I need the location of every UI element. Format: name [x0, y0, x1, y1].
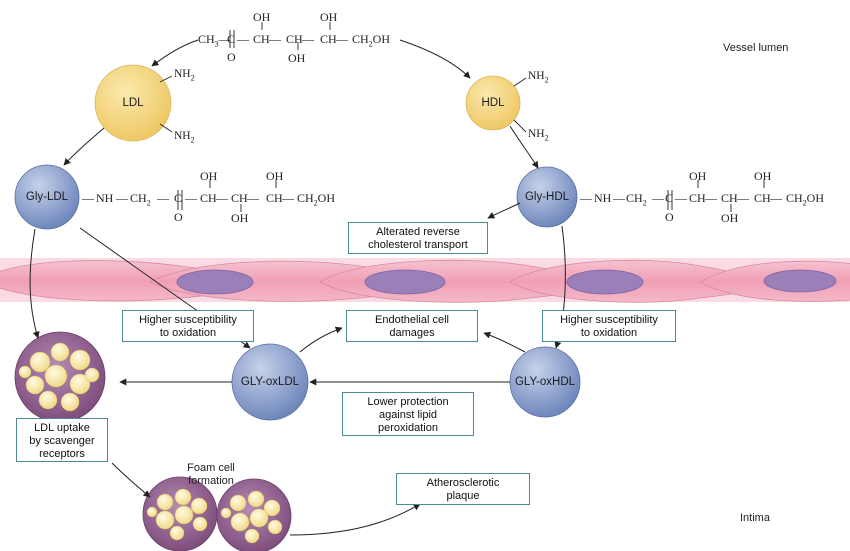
c: C — [665, 191, 674, 205]
ch: CH — [200, 191, 217, 205]
ch2oh-group: CH2OH — [352, 32, 391, 49]
bond: — — [613, 191, 625, 205]
gly-oxhdl-label: GLY-oxHDL — [514, 376, 576, 388]
foam-cell-large — [14, 331, 106, 423]
ch2oh: CH2OH — [297, 191, 336, 208]
arrow-molecule-to-ldl — [151, 39, 199, 67]
ch: CH — [266, 191, 283, 205]
ch2: CH2 — [626, 191, 647, 208]
oh-1: OH — [253, 10, 271, 24]
ch: CH — [689, 191, 706, 205]
bond: — — [82, 191, 94, 205]
foam-cell-small-2 — [216, 478, 292, 551]
oh: OH — [689, 169, 707, 183]
arrow-foam-to-plaque — [289, 503, 421, 536]
arrow-glyldl-to-foam — [29, 228, 40, 339]
foam-cell-small-1 — [142, 476, 218, 551]
nucleus — [176, 269, 254, 295]
ch-3: CH — [320, 32, 337, 46]
nh: NH — [594, 191, 612, 205]
oh: OH — [231, 211, 249, 225]
bond: — — [157, 191, 169, 205]
arrow-oxhdl-to-endothelial — [483, 331, 526, 353]
endothelium — [0, 258, 850, 303]
ch: CH — [721, 191, 738, 205]
arrow-oxldl-to-endothelial — [299, 326, 343, 353]
ch3-group: CH3— — [198, 32, 231, 49]
ldl-label: LDL — [122, 97, 144, 109]
o: O — [665, 210, 674, 224]
arrow-glyhdl-to-reverse — [487, 202, 521, 219]
oh-2: OH — [288, 51, 306, 65]
ch-1: CH — [253, 32, 270, 46]
amine-bonds — [159, 75, 527, 133]
arrow-molecule-to-hdl — [399, 39, 471, 79]
gly-ldl-bonds — [177, 180, 277, 212]
oh-3: OH — [320, 10, 338, 24]
gly-hdl-bonds — [667, 180, 765, 212]
top-molecule-bonds — [229, 22, 331, 50]
c: C — [174, 191, 183, 205]
ch2oh: CH2OH — [786, 191, 825, 208]
gly-ldl-particle — [14, 164, 80, 230]
oh: OH — [754, 169, 772, 183]
gly-hdl-label: Gly-HDL — [524, 191, 570, 203]
bond: — — [770, 191, 782, 205]
ch: CH — [754, 191, 771, 205]
bond: — — [116, 191, 128, 205]
hdl-amine-bottom: NH2 — [528, 128, 549, 143]
intima-label: Intima — [740, 512, 770, 524]
ch-2: CH — [286, 32, 303, 46]
bond: — — [652, 191, 664, 205]
vessel-lumen-label: Vessel lumen — [723, 42, 789, 54]
ldl-amine-top: NH2 — [174, 68, 195, 83]
bond: — — [737, 191, 749, 205]
arrows — [29, 39, 566, 536]
bond: — — [302, 32, 314, 46]
bond: — — [185, 191, 197, 205]
arrow-uptake-to-foamcells — [111, 462, 151, 498]
nh: NH — [96, 191, 114, 205]
hdl-amine-top: NH2 — [528, 70, 549, 85]
ch2: CH2 — [130, 191, 151, 208]
oh: OH — [200, 169, 218, 183]
oh: OH — [266, 169, 284, 183]
ldl-amine-bottom: NH2 — [174, 130, 195, 145]
bond: — — [336, 32, 348, 46]
oxygen: O — [227, 50, 236, 64]
nucleus — [364, 269, 446, 295]
bond: — — [269, 32, 281, 46]
ch: CH — [231, 191, 248, 205]
nucleus — [763, 269, 837, 293]
nucleus — [566, 269, 644, 295]
bond: — — [247, 191, 259, 205]
gly-hdl-particle — [516, 166, 578, 228]
hdl-particle — [465, 75, 521, 131]
bond: — — [237, 32, 249, 46]
oh: OH — [721, 211, 739, 225]
gly-ldl-label: Gly-LDL — [25, 191, 69, 203]
arrow-hdl-to-glyhdl — [509, 125, 539, 169]
arrow-ldl-to-glyldl — [63, 127, 105, 166]
o: O — [174, 210, 183, 224]
carbonyl-c: C — [227, 32, 236, 46]
bond: — — [580, 191, 592, 205]
bond: — — [705, 191, 717, 205]
ldl-particle — [94, 64, 172, 142]
bond: — — [216, 191, 228, 205]
hdl-label: HDL — [481, 97, 505, 109]
gly-oxldl-label: GLY-oxLDL — [240, 376, 300, 388]
bond: — — [675, 191, 687, 205]
bond: — — [282, 191, 294, 205]
